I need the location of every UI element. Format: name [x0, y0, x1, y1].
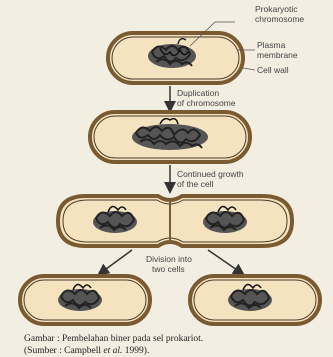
cell-1	[108, 33, 243, 83]
cell-3	[58, 196, 292, 246]
caption-line-1: Gambar : Pembelahan biner pada sel proka…	[24, 334, 203, 344]
arrow-right	[208, 250, 240, 272]
label-division-into: Division into	[146, 254, 192, 264]
caption-source-italic: et al.	[103, 346, 122, 356]
cell-2	[90, 112, 250, 162]
caption-line-2: (Sumber : Campbell et al. 1999).	[24, 345, 149, 356]
label-membrane: membrane	[257, 50, 298, 60]
label-prokaryotic: Prokaryotic	[255, 4, 298, 14]
cell-4-right	[190, 276, 320, 324]
pointer-cell-wall	[243, 68, 255, 70]
label-two-cells: two cells	[152, 264, 185, 274]
cell-4-left	[20, 276, 150, 324]
label-chromosome: chromosome	[255, 14, 304, 24]
label-of-the-cell: of the cell	[177, 179, 213, 189]
caption-source-pre: (Sumber : Campbell	[24, 345, 103, 356]
label-cell-wall: Cell wall	[257, 65, 289, 75]
caption-source-post: 1999).	[122, 345, 149, 356]
label-duplication: Duplication	[177, 88, 219, 98]
arrow-left	[102, 250, 132, 272]
label-continued-growth: Continued growth	[177, 169, 244, 179]
label-plasma: Plasma	[257, 40, 286, 50]
label-of-chromosome: of chromosome	[177, 98, 236, 108]
